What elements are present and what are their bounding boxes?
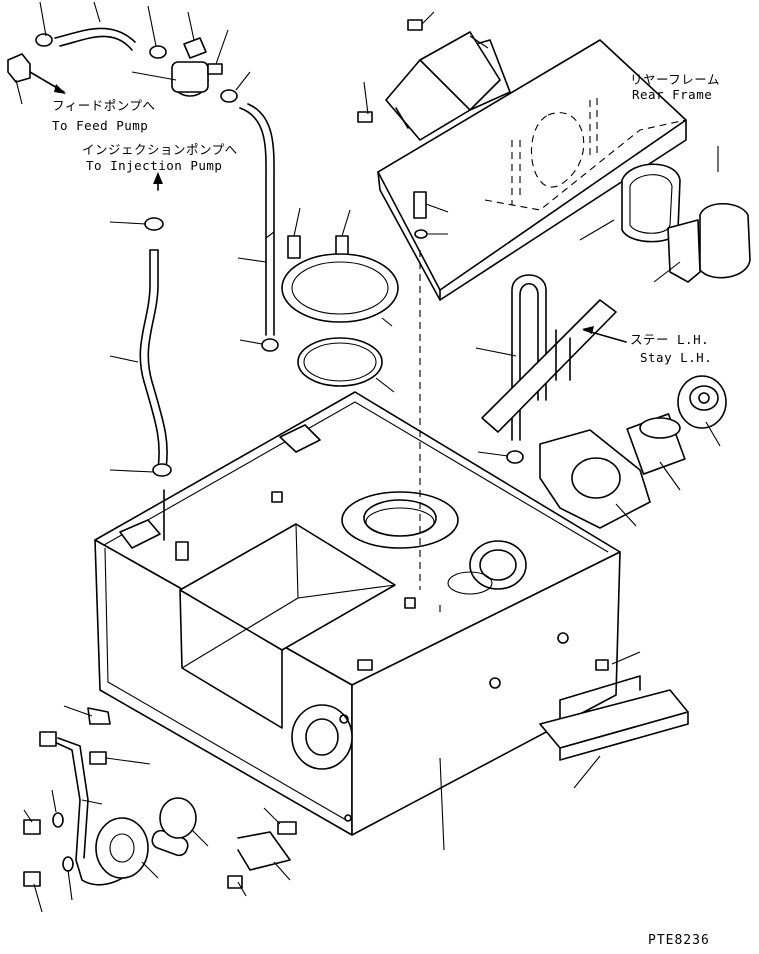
flange-gasket: [539, 429, 651, 529]
inspection-cover: [621, 163, 751, 283]
label-stay-jp: ステー L.H.: [630, 332, 709, 347]
step-bracket: [489, 632, 689, 761]
level-sensor-assembly: [23, 707, 297, 889]
label-injection-pump-jp: インジェクションポンプへ: [82, 142, 238, 157]
tank-cover: [281, 253, 399, 387]
drawing-code: PTE8236: [648, 933, 710, 948]
stay-lh: [481, 274, 617, 441]
label-feed-pump-jp: フィードポンプへ: [52, 98, 155, 113]
label-rear-frame-jp: リヤーフレーム: [630, 72, 720, 87]
leader-lines: [15, 1, 721, 913]
fuel-hoses: [7, 19, 524, 561]
rear-frame: [377, 31, 687, 590]
callout-labels: フィードポンプへ To Feed Pump インジェクションポンプへ To In…: [52, 72, 720, 948]
label-feed-pump-en: To Feed Pump: [52, 118, 148, 133]
label-stay-en: Stay L.H.: [640, 350, 712, 365]
label-injection-pump-en: To Injection Pump: [86, 158, 222, 173]
label-rear-frame-en: Rear Frame: [632, 87, 712, 102]
fuel-tank: [94, 391, 621, 836]
filler-cap: [626, 375, 727, 475]
